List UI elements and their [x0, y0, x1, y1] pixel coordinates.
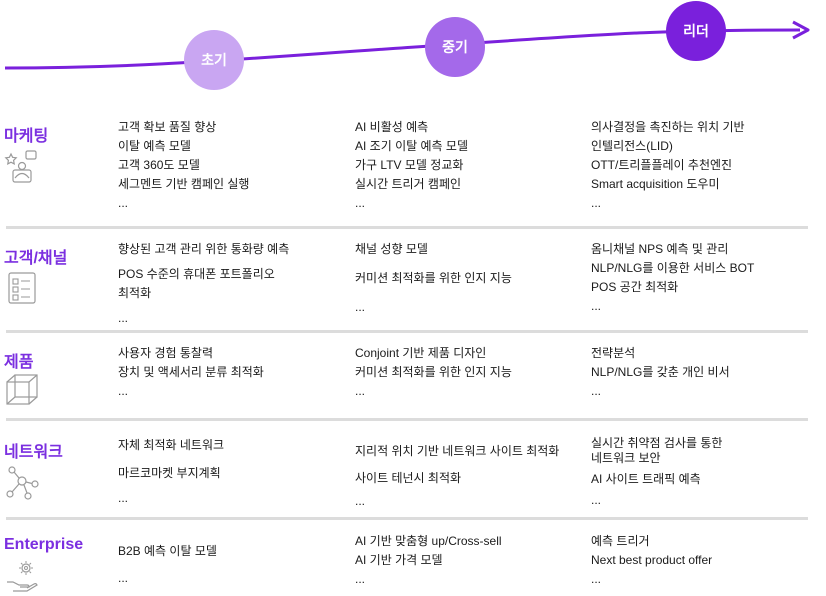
list-item: ...	[591, 572, 602, 586]
category-title: 마케팅	[4, 128, 49, 145]
col-mid: AI 기반 맞춤형 up/Cross-sell AI 기반 가격 모델 ...	[355, 532, 580, 589]
col-leader: 옴니채널 NPS 예측 및 관리 NLP/NLG를 이용한 서비스 BOT PO…	[591, 240, 806, 316]
list-item: 고객 360도 모델	[118, 158, 200, 172]
network-nodes-icon	[6, 466, 39, 500]
list-item: ...	[118, 311, 129, 325]
list-item: 세그멘트 기반 캠페인 실행	[118, 177, 250, 191]
col-leader: 실시간 취약점 검사를 통한 네트워크 보안 AI 사이트 트래픽 예측 ...	[591, 436, 806, 510]
list-item: ...	[591, 493, 602, 507]
list-item: AI 비활성 예측	[355, 120, 429, 134]
list-item: Conjoint 기반 제품 디자인	[355, 346, 487, 360]
list-item: 실시간 취약점 검사를 통한 네트워크 보안	[591, 436, 723, 465]
col-leader: 전략분석 NLP/NLG를 갖춘 개인 비서 ...	[591, 344, 806, 401]
list-item: ...	[355, 300, 366, 314]
people-star-icon	[4, 150, 37, 183]
list-item: ...	[118, 491, 129, 505]
col-early: B2B 예측 이탈 모델 ...	[118, 532, 338, 588]
list-item: NLP/NLG를 갖춘 개인 비서	[591, 365, 730, 379]
list-item: ...	[355, 384, 366, 398]
list-item: 커미션 최적화를 위한 인지 지능	[355, 365, 512, 379]
col-early: 사용자 경험 통찰력 장치 및 액세서리 분류 최적화 ...	[118, 344, 338, 401]
maturity-timeline: 초기 중기 리더	[0, 0, 826, 110]
list-item: 마르코마켓 부지계획	[118, 466, 221, 480]
list-item: AI 기반 맞춤형 up/Cross-sell	[355, 534, 502, 548]
col-early: 향상된 고객 관리 위한 통화량 예측 POS 수준의 휴대폰 포트폴리오 최적…	[118, 240, 338, 328]
category-title: 네트워크	[4, 444, 63, 461]
list-item: 지리적 위치 기반 네트워크 사이트 최적화	[355, 444, 560, 458]
col-early: 자체 최적화 네트워크 마르코마켓 부지계획 ...	[118, 436, 338, 508]
list-item: AI 조기 이탈 예측 모델	[355, 139, 468, 153]
list-item: 커미션 최적화를 위한 인지 지능	[355, 271, 512, 285]
col-early: 고객 확보 품질 향상 이탈 예측 모델 고객 360도 모델 세그멘트 기반 …	[118, 118, 338, 213]
list-item: ...	[355, 572, 366, 586]
list-item: 이탈 예측 모델	[118, 139, 191, 153]
cube-icon	[6, 374, 38, 405]
category-title: 고객/채널	[4, 250, 68, 267]
list-item: POS 공간 최적화	[591, 280, 679, 294]
list-item: ...	[355, 494, 366, 508]
list-item: 가구 LTV 모델 정교화	[355, 158, 464, 172]
list-item: ...	[591, 384, 602, 398]
category-title: 제품	[4, 354, 34, 371]
row-divider	[6, 226, 808, 229]
col-leader: 의사결정을 촉진하는 위치 기반 인텔리전스(LID) OTT/트리플플레이 추…	[591, 118, 806, 213]
list-item: AI 기반 가격 모델	[355, 553, 443, 567]
list-item: 의사결정을 촉진하는 위치 기반 인텔리전스(LID)	[591, 120, 745, 153]
stage-leader: 리더	[666, 1, 726, 61]
list-item: ...	[591, 299, 602, 313]
list-item: 실시간 트리거 캠페인	[355, 177, 462, 191]
stage-early: 초기	[184, 30, 244, 90]
stage-mid: 중기	[425, 17, 485, 77]
col-mid: AI 비활성 예측 AI 조기 이탈 예측 모델 가구 LTV 모델 정교화 실…	[355, 118, 580, 213]
list-item: 예측 트리거	[591, 534, 650, 548]
list-item: B2B 예측 이탈 모델	[118, 544, 217, 558]
list-item: 채널 성향 모델	[355, 242, 428, 256]
hand-gear-icon	[7, 561, 38, 592]
list-item: OTT/트리플플레이 추천엔진	[591, 158, 733, 172]
list-item: 사용자 경험 통찰력	[118, 346, 213, 360]
list-item: 옴니채널 NPS 예측 및 관리	[591, 242, 729, 256]
list-item: 향상된 고객 관리 위한 통화량 예측	[118, 242, 290, 256]
list-item: AI 사이트 트래픽 예측	[591, 472, 701, 486]
list-item: ...	[118, 384, 129, 398]
col-mid: 채널 성향 모델 커미션 최적화를 위한 인지 지능 ...	[355, 240, 580, 317]
checklist-icon	[8, 272, 36, 304]
col-leader: 예측 트리거 Next best product offer ...	[591, 532, 806, 589]
list-item: 사이트 테넌시 최적화	[355, 471, 462, 485]
list-item: Next best product offer	[591, 553, 713, 567]
row-divider	[6, 517, 808, 520]
list-item: 고객 확보 품질 향상	[118, 120, 217, 134]
category-title: Enterprise	[4, 536, 84, 553]
list-item: POS 수준의 휴대폰 포트폴리오 최적화	[118, 267, 275, 300]
list-item: NLP/NLG를 이용한 서비스 BOT	[591, 261, 755, 275]
list-item: ...	[591, 196, 602, 210]
row-divider	[6, 330, 808, 333]
list-item: ...	[355, 196, 366, 210]
list-item: ...	[118, 196, 129, 210]
list-item: Smart acquisition 도우미	[591, 177, 720, 191]
col-mid: 지리적 위치 기반 네트워크 사이트 최적화 사이트 테넌시 최적화 ...	[355, 436, 580, 511]
list-item: 장치 및 액세서리 분류 최적화	[118, 365, 264, 379]
col-mid: Conjoint 기반 제품 디자인 커미션 최적화를 위한 인지 지능 ...	[355, 344, 580, 401]
row-divider	[6, 418, 808, 421]
list-item: ...	[118, 571, 129, 585]
list-item: 전략분석	[591, 346, 636, 360]
list-item: 자체 최적화 네트워크	[118, 438, 225, 452]
